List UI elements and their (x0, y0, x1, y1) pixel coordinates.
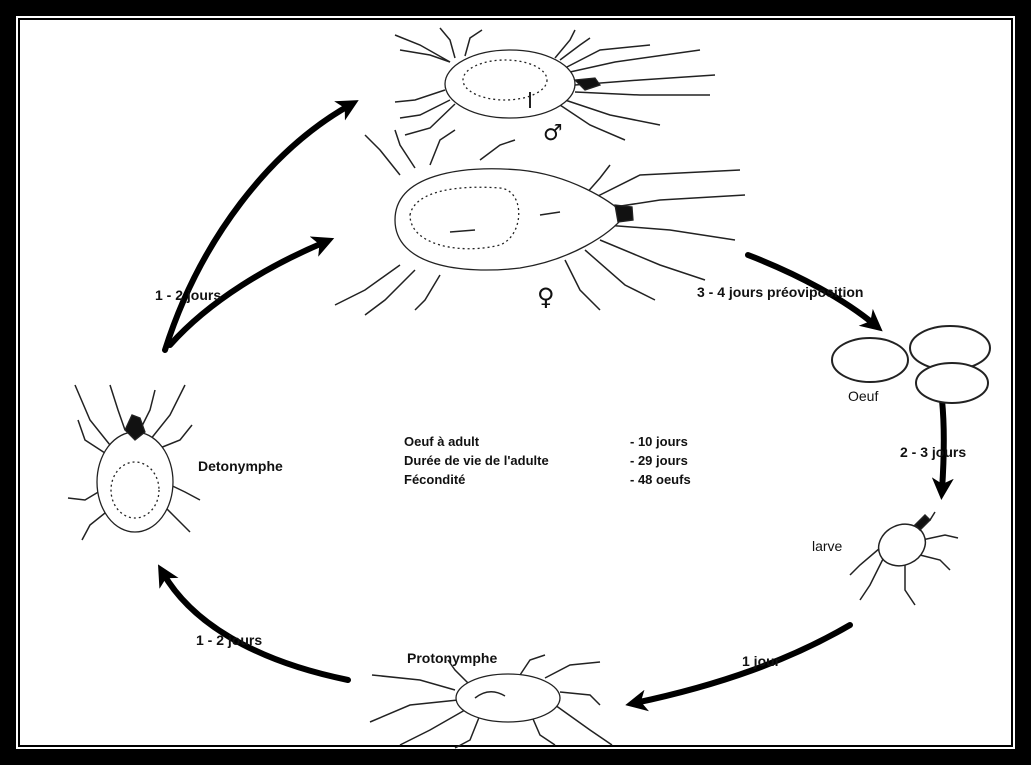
arrow-deutonymph-to-male (165, 105, 350, 350)
stat-label: Oeuf à adult (404, 434, 630, 449)
larva-label: larve (812, 538, 842, 554)
protonymph-label: Protonymphe (407, 650, 497, 666)
stat-value: - 29 jours (630, 453, 688, 468)
life-cycle-stats: Oeuf à adult - 10 jours Durée de vie de … (404, 432, 691, 489)
stat-value: - 48 oeufs (630, 472, 691, 487)
larva-icon (850, 512, 958, 605)
deutonymph-to-adult-duration: 1 - 2 jours (155, 287, 221, 303)
female-symbol: ♀ (537, 283, 555, 311)
preoviposition-label: 3 - 4 jours préoviposition (697, 284, 863, 300)
larva-to-protonymph-duration: 1 jour (742, 653, 780, 669)
stat-row: Oeuf à adult - 10 jours (404, 432, 691, 451)
deutonymph-label: Detonymphe (198, 458, 283, 474)
stat-label: Durée de vie de l'adulte (404, 453, 630, 468)
deutonymph-icon (68, 385, 200, 540)
egg-label: Oeuf (848, 388, 878, 404)
arrow-protonymph-to-deutonymph (163, 573, 348, 680)
stat-value: - 10 jours (630, 434, 688, 449)
egg-to-larva-duration: 2 - 3 jours (900, 444, 966, 460)
stat-row: Fécondité - 48 oeufs (404, 470, 691, 489)
stat-label: Fécondité (404, 472, 630, 487)
protonymph-icon (370, 655, 612, 748)
stat-row: Durée de vie de l'adulte - 29 jours (404, 451, 691, 470)
protonymph-to-deutonymph-duration: 1 - 2 jours (196, 632, 262, 648)
male-symbol: ♂ (543, 121, 563, 146)
